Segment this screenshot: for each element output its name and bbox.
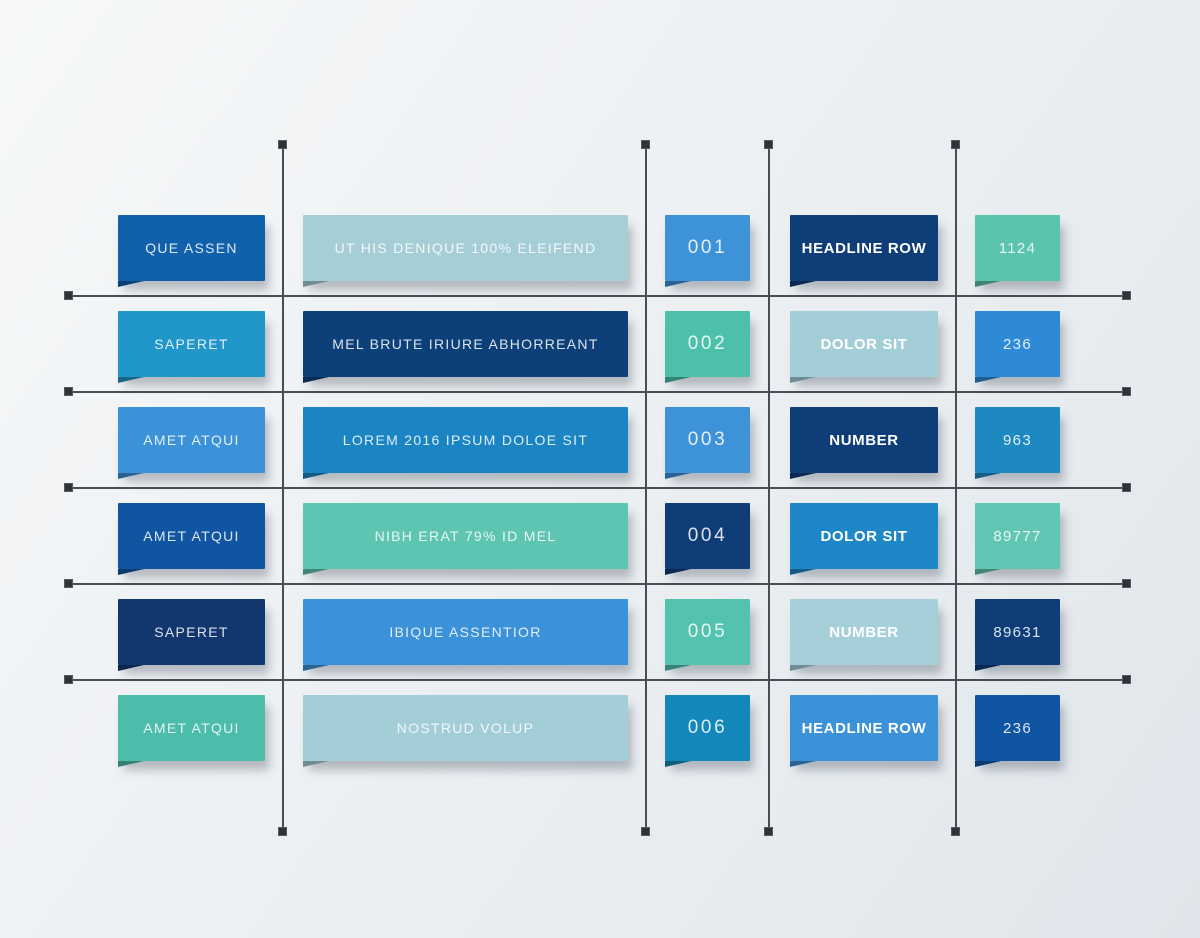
line-endpoint-marker [641,827,650,836]
table-cell-r3-c4: NUMBER [790,407,938,473]
table-cell-r2-c5: 236 [975,311,1060,377]
table-cell-r6-c1: AMET ATQUI [118,695,265,761]
table-cell-r5-c5: 89631 [975,599,1060,665]
table-cell-r6-c2: NOSTRUD VOLUP [303,695,628,761]
table-cell-r3-c2: LOREM 2016 IPSUM DOLOE SIT [303,407,628,473]
line-endpoint-marker [1122,675,1131,684]
table-cell-r4-c1: AMET ATQUI [118,503,265,569]
table-cell-r6-c4: HEADLINE ROW [790,695,938,761]
grid-hline-5 [64,675,1131,684]
table-cell-r4-c3: 004 [665,503,750,569]
table-cell-r6-c3: 006 [665,695,750,761]
table-cell-r2-c2: MEL BRUTE IRIURE ABHORREANT [303,311,628,377]
table-cell-r5-c3: 005 [665,599,750,665]
table-cell-r4-c2: NIBH ERAT 79% ID MEL [303,503,628,569]
table-cell-r1-c5: 1124 [975,215,1060,281]
table-cell-r5-c4: NUMBER [790,599,938,665]
table-cell-r5-c1: SAPERET [118,599,265,665]
line-endpoint-marker [64,675,73,684]
grid-hline-2 [64,387,1131,396]
line-endpoint-marker [1122,291,1131,300]
line-endpoint-marker [1122,387,1131,396]
line-endpoint-marker [951,827,960,836]
line-endpoint-marker [64,387,73,396]
table-cell-r4-c5: 89777 [975,503,1060,569]
table-cell-r5-c2: IBIQUE ASSENTIOR [303,599,628,665]
line-endpoint-marker [64,579,73,588]
line-endpoint-marker [764,140,773,149]
table-cell-r2-c3: 002 [665,311,750,377]
line-endpoint-marker [278,827,287,836]
table-cell-r1-c2: UT HIS DENIQUE 100% ELEIFEND [303,215,628,281]
line-endpoint-marker [64,483,73,492]
table-cell-r1-c4: HEADLINE ROW [790,215,938,281]
table-cell-r4-c4: DOLOR SIT [790,503,938,569]
line-endpoint-marker [951,140,960,149]
line-endpoint-marker [278,140,287,149]
grid-hline-1 [64,291,1131,300]
grid-hline-4 [64,579,1131,588]
line-endpoint-marker [64,291,73,300]
table-cell-r2-c4: DOLOR SIT [790,311,938,377]
table-cell-r3-c5: 963 [975,407,1060,473]
line-endpoint-marker [1122,579,1131,588]
table-cell-r1-c3: 001 [665,215,750,281]
table-cell-r3-c3: 003 [665,407,750,473]
table-cell-r2-c1: SAPERET [118,311,265,377]
table-cell-r3-c1: AMET ATQUI [118,407,265,473]
grid-hline-3 [64,483,1131,492]
line-endpoint-marker [641,140,650,149]
line-endpoint-marker [764,827,773,836]
table-cell-r6-c5: 236 [975,695,1060,761]
line-endpoint-marker [1122,483,1131,492]
table-cell-r1-c1: QUE ASSEN [118,215,265,281]
